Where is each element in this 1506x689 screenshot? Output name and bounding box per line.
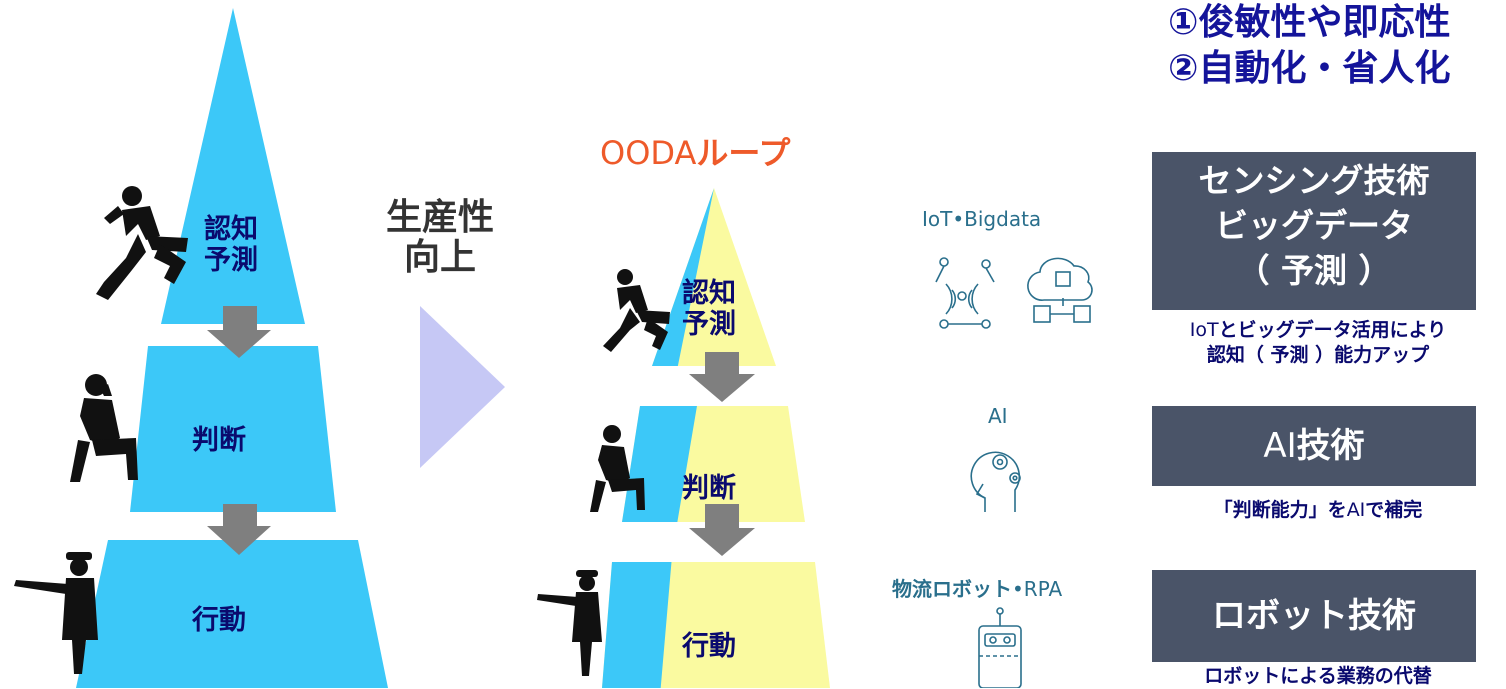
thinking-person-silhouette-right <box>590 425 645 512</box>
network-cube-icon <box>1027 257 1093 323</box>
sensing-panel-line-2: ビッグデータ <box>1215 206 1413 245</box>
left-tier-1-line-1: 認知 <box>204 214 258 245</box>
left-tier-2-label: 判断 <box>192 425 246 456</box>
right-arrow-down-1 <box>689 352 755 402</box>
right-tier-1-line-2: 予測 <box>682 309 736 340</box>
right-tier-2-label: 判断 <box>682 473 736 504</box>
robot-rpa-label: 物流ロボット•RPA <box>892 573 1062 602</box>
right-arrow-down-2 <box>689 504 755 556</box>
right-tier-1-line-1: 認知 <box>682 278 736 309</box>
ai-tech-panel: AI技術 <box>1152 406 1476 486</box>
left-arrow-down-2 <box>207 504 271 555</box>
pointing-person-silhouette-left <box>14 552 98 674</box>
ai-caption: 「判断能力」をAIで補完 <box>1138 498 1498 523</box>
robot-caption: ロボットによる業務の代替 <box>1204 665 1432 687</box>
robot-rpa-suffix: •RPA <box>1012 577 1063 601</box>
sensing-panel-line-3: （ 予測 ） <box>1236 251 1392 290</box>
ooda-title-prefix: OODA <box>600 134 697 172</box>
heading-line-1: ①俊敏性や即応性 <box>1168 2 1451 43</box>
productivity-label: 生産性 向上 <box>386 198 494 278</box>
right-tier-3-label: 行動 <box>682 631 736 662</box>
sensing-caption: IoTとビッグデータ活用により 認知（ 予測 ）能力アップ <box>1138 318 1498 368</box>
robot-rpa-prefix: 物流ロボット <box>892 577 1012 601</box>
sensing-caption-line-2: 認知（ 予測 ）能力アップ <box>1206 344 1430 366</box>
sensing-caption-iot: IoT <box>1189 319 1219 341</box>
sensing-caption-line-1: IoTとビッグデータ活用により <box>1138 318 1498 343</box>
sensing-tech-panel: センシング技術 ビッグデータ （ 予測 ） <box>1152 152 1476 310</box>
productivity-line-1: 生産性 <box>386 197 495 238</box>
left-pyramid-tier-2 <box>130 346 336 512</box>
left-tier-1-label: 認知 予測 <box>204 214 258 276</box>
iot-bigdata-label: IoT•Bigdata <box>922 207 1042 231</box>
pointing-person-silhouette-right <box>537 570 602 676</box>
chevron-right-icon <box>420 306 505 468</box>
left-arrow-down-1 <box>207 306 271 358</box>
running-person-silhouette-right <box>603 269 670 352</box>
ai-panel-prefix: AI <box>1263 426 1297 466</box>
left-tier-3-label: 行動 <box>192 605 246 636</box>
ai-caption-prefix: 「判断能力」を <box>1213 499 1347 521</box>
ai-label: AI <box>988 404 1008 428</box>
ooda-loop-title: OODAループ <box>600 128 790 174</box>
left-pyramid-tier-3 <box>76 540 388 688</box>
ai-caption-mid: AI <box>1346 499 1366 521</box>
ai-head-gear-icon <box>970 451 1021 512</box>
left-pyramid-tier-1 <box>161 8 305 324</box>
robot-icon <box>978 607 1022 688</box>
right-pyramid <box>602 188 830 688</box>
iot-sensor-icon <box>935 257 995 329</box>
left-tier-1-line-2: 予測 <box>204 245 258 276</box>
right-tier-1-label: 認知 予測 <box>682 278 736 340</box>
ai-caption-suffix: で補完 <box>1365 499 1423 521</box>
thinking-person-silhouette-left <box>70 374 138 482</box>
sensing-caption-line-1-rest: とビッグデータ活用により <box>1218 319 1447 341</box>
sensing-panel-line-1: センシング技術 <box>1198 161 1430 200</box>
robot-tech-panel: ロボット技術 <box>1152 570 1476 662</box>
left-pyramid <box>76 8 388 688</box>
ooda-title-suffix: ループ <box>696 134 791 172</box>
running-person-silhouette-left <box>96 186 188 300</box>
heading-line-2: ②自動化・省人化 <box>1168 48 1451 89</box>
ai-panel-suffix: 技術 <box>1296 426 1365 466</box>
productivity-line-2: 向上 <box>404 237 477 278</box>
